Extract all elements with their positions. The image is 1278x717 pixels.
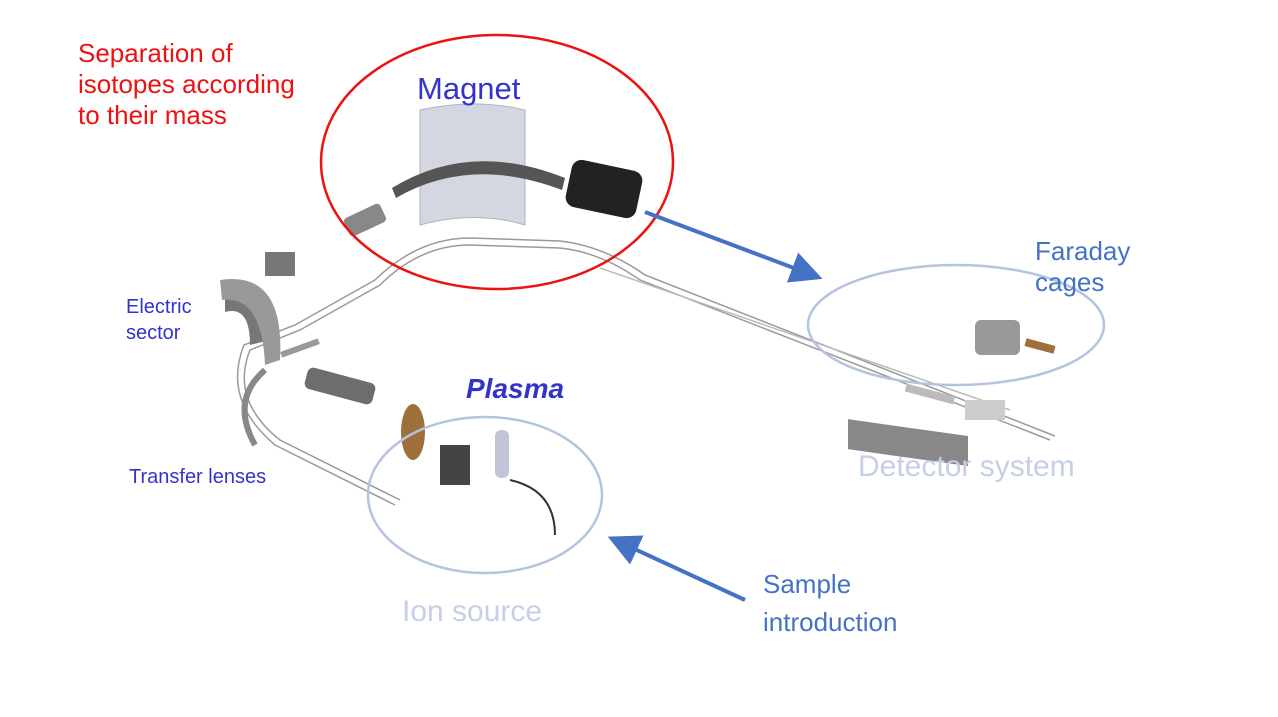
sample-line-2: introduction <box>763 606 898 637</box>
detector-part <box>904 383 956 405</box>
lens-unit-2 <box>280 338 320 358</box>
cone-disk <box>401 404 425 460</box>
transfer-lenses-label: Transfer lenses <box>129 466 267 488</box>
magnet-label: Magnet <box>417 71 521 106</box>
electric-sector-label: Electric sector <box>126 294 192 346</box>
flight-tube <box>392 161 565 198</box>
separation-line-1: Separation of <box>78 38 233 68</box>
lens-tube <box>304 367 376 405</box>
faraday-line-1: Faraday <box>1035 236 1131 266</box>
sample-tube <box>509 479 556 536</box>
electric-sector-line-1: Electric <box>126 296 192 318</box>
faraday-ellipse <box>806 263 1106 387</box>
separation-line-2: isotopes according <box>78 69 295 100</box>
ion-optics <box>343 203 387 237</box>
electric-sector-line-2: sector <box>126 322 181 344</box>
collector-barrel <box>565 159 643 219</box>
ion-source-ellipse <box>366 415 604 575</box>
separation-line-3: to their mass <box>78 100 227 131</box>
sample-line-1: Sample <box>763 569 852 599</box>
detector-spring <box>1024 338 1056 354</box>
electric-sector-outer <box>220 279 281 365</box>
magnet-highlight-ellipse <box>319 33 675 291</box>
detector-part-2 <box>965 400 1005 420</box>
lens-unit <box>265 252 295 276</box>
faraday-line-2: cages <box>1035 267 1105 298</box>
faraday-label: Faraday cages <box>1035 236 1130 298</box>
plasma-label: Plasma <box>466 373 565 404</box>
detector-system-label: Detector system <box>858 450 1075 483</box>
arrow-to-faraday <box>644 210 823 283</box>
torch-box <box>440 445 470 485</box>
sample-introduction-label: Sample introduction <box>763 566 897 641</box>
transfer-arc <box>241 367 268 447</box>
ion-source-label: Ion source <box>402 595 543 628</box>
spray-chamber <box>495 430 509 478</box>
separation-label: Separation of isotopes according to thei… <box>78 38 295 132</box>
detector-housing <box>975 320 1020 355</box>
arrow-to-ion-source <box>607 535 746 602</box>
faraday-cup-array <box>848 419 968 467</box>
